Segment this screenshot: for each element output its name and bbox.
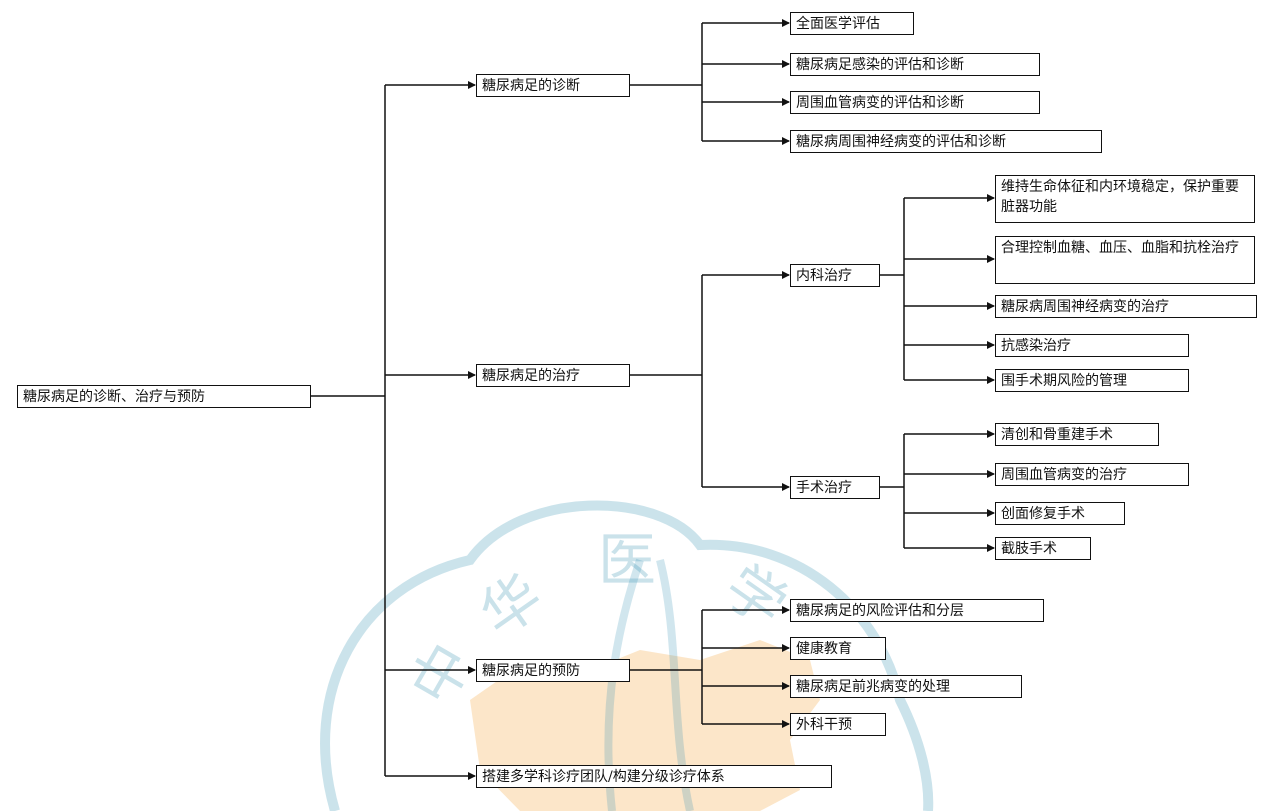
team-node: 搭建多学科诊疗团队/构建分级诊疗体系	[476, 765, 832, 788]
prevention-item: 外科干预	[790, 713, 886, 736]
prevention-node: 糖尿病足的预防	[476, 659, 630, 682]
diagnosis-item: 糖尿病足感染的评估和诊断	[790, 53, 1040, 76]
surgical-item: 清创和骨重建手术	[995, 423, 1159, 446]
surgical-item: 创面修复手术	[995, 502, 1125, 525]
surgical-item: 截肢手术	[995, 537, 1091, 560]
prevention-item: 糖尿病足前兆病变的处理	[790, 675, 1022, 698]
diagnosis-item: 全面医学评估	[790, 12, 914, 35]
prevention-label: 糖尿病足的预防	[482, 662, 580, 679]
prevention-item: 糖尿病足的风险评估和分层	[790, 599, 1044, 622]
surgical-treatment-label: 手术治疗	[796, 479, 852, 496]
prevention-item: 健康教育	[790, 637, 886, 660]
root-node: 糖尿病足的诊断、治疗与预防	[17, 385, 311, 408]
diagnosis-item: 周围血管病变的评估和诊断	[790, 91, 1040, 114]
medical-item: 合理控制血糖、血压、血脂和抗栓治疗	[995, 236, 1255, 284]
surgical-treatment-node: 手术治疗	[790, 476, 880, 499]
medical-treatment-label: 内科治疗	[796, 267, 852, 284]
medical-item: 糖尿病周围神经病变的治疗	[995, 295, 1257, 318]
medical-treatment-node: 内科治疗	[790, 264, 880, 287]
diagnosis-node: 糖尿病足的诊断	[476, 74, 630, 97]
medical-item: 抗感染治疗	[995, 334, 1189, 357]
treatment-node: 糖尿病足的治疗	[476, 364, 630, 387]
svg-text:医: 医	[598, 526, 656, 594]
diagnosis-item: 糖尿病周围神经病变的评估和诊断	[790, 130, 1102, 153]
diagnosis-label: 糖尿病足的诊断	[482, 77, 580, 94]
medical-item: 围手术期风险的管理	[995, 369, 1189, 392]
surgical-item: 周围血管病变的治疗	[995, 463, 1189, 486]
root-label: 糖尿病足的诊断、治疗与预防	[23, 388, 205, 405]
medical-item: 维持生命体征和内环境稳定，保护重要脏器功能	[995, 175, 1255, 223]
treatment-label: 糖尿病足的治疗	[482, 367, 580, 384]
team-label: 搭建多学科诊疗团队/构建分级诊疗体系	[482, 768, 725, 785]
